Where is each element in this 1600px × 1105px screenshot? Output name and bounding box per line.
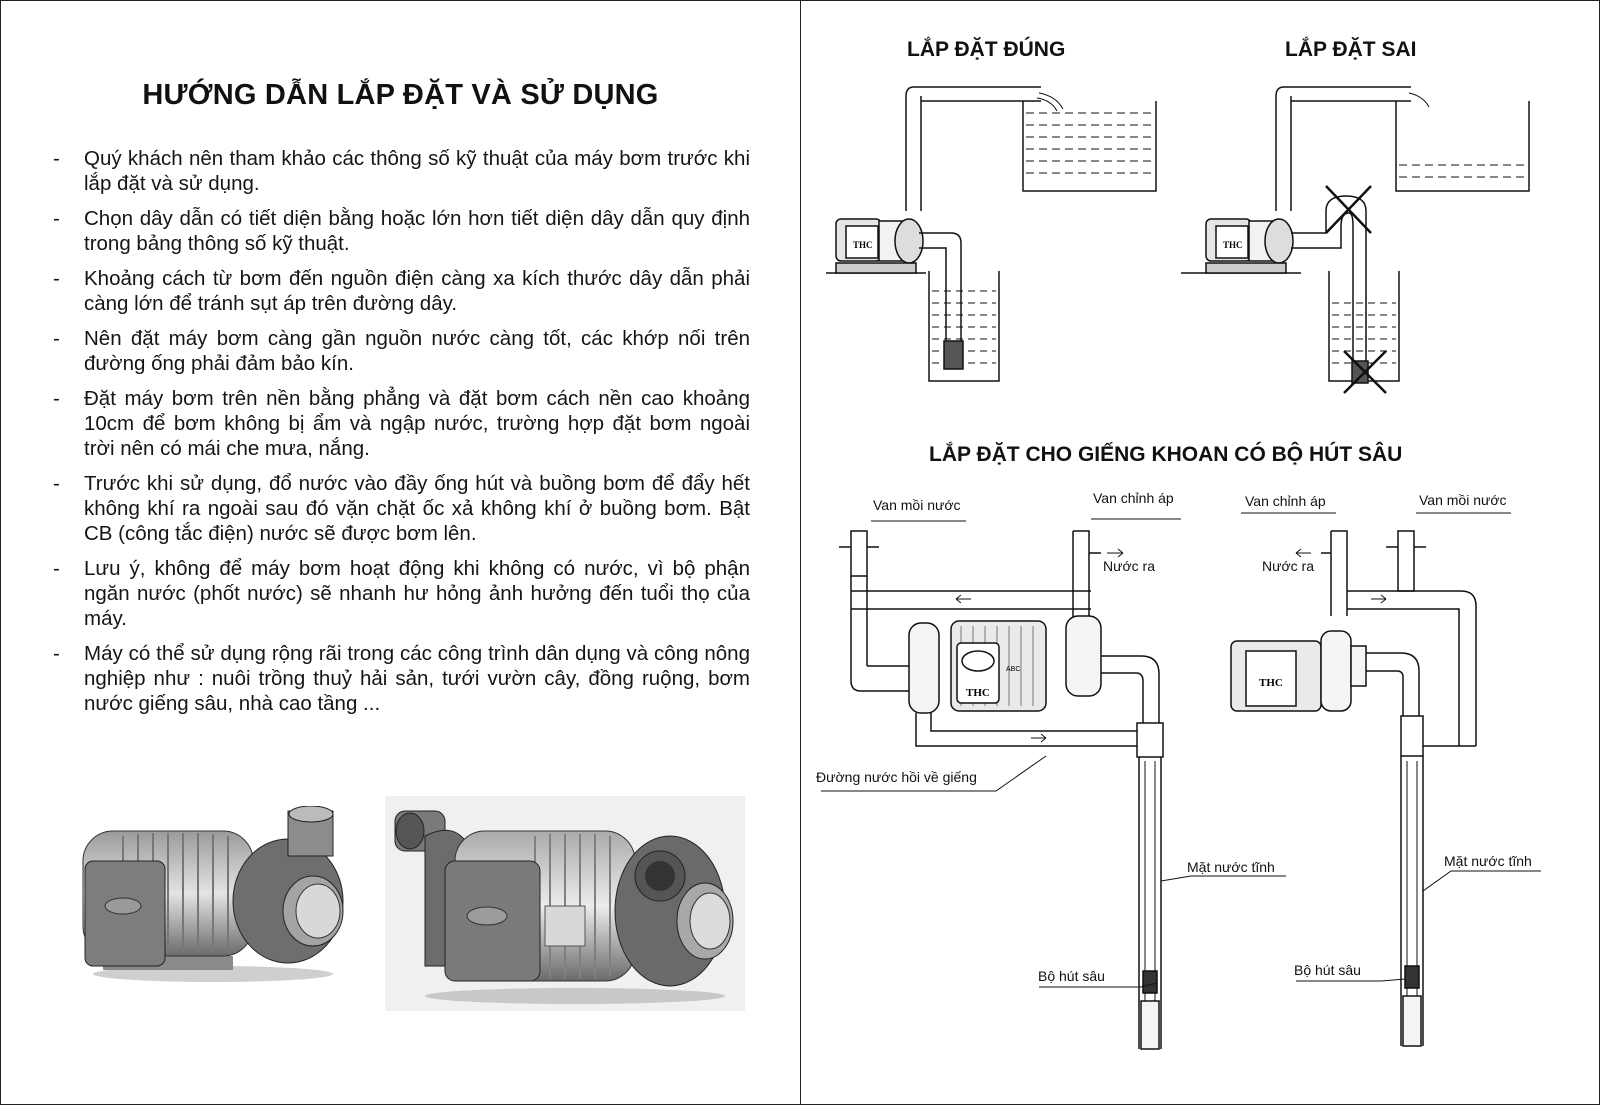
bullet: - [53,472,60,495]
list-item: - Quý khách nên tham khảo các thông số kỹ… [53,146,750,196]
list-item: - Trước khi sử dụng, đổ nước vào đầy ống … [53,471,750,546]
pump-brand-text: THC [853,240,873,250]
correct-install-diagram [826,86,1157,382]
page-title: HƯỚNG DẪN LẮP ĐẶT VÀ SỬ DỤNG [142,79,659,111]
pump-brand-text: THC [1259,677,1283,689]
instruction-list: - Quý khách nên tham khảo các thông số kỹ… [53,146,750,726]
label-return-line: Đường nước hồi về giếng [816,769,977,785]
label-priming-valve: Van mồi nước [1419,492,1507,508]
deep-well-right-diagram [1230,512,1541,1047]
bullet: - [53,387,60,410]
wrong-install-diagram [1181,86,1530,394]
label-deep-suction: Bộ hút sâu [1294,962,1361,978]
bullet: - [53,267,60,290]
list-item: - Máy có thể sử dụng rộng rãi trong các c… [53,641,750,716]
instruction-text: Máy có thể sử dụng rộng rãi trong các cô… [84,642,750,715]
page-fold-divider [800,1,801,1104]
instruction-text: Nên đặt máy bơm càng gần nguồn nước càng… [84,327,750,375]
installation-diagrams: THC THC THC ABC THC [821,86,1541,1050]
bullet: - [53,642,60,665]
instruction-text: Đặt máy bơm trên nền bằng phẳng và đặt b… [84,387,750,460]
label-pressure-valve: Van chỉnh áp [1093,490,1174,506]
pump-photo-centrifugal [63,806,363,991]
wrong-install-title: LẮP ĐẶT SAI [1285,38,1417,61]
pump-brand-text: THC [966,687,990,699]
list-item: - Khoảng cách từ bơm đến nguồn điện càng … [53,266,750,316]
deep-well-install-title: LẮP ĐẶT CHO GIẾNG KHOAN CÓ BỘ HÚT SÂU [929,443,1403,466]
list-item: - Lưu ý, không để máy bơm hoạt động khi k… [53,556,750,631]
instruction-text: Chọn dây dẫn có tiết diện bằng hoặc lớn … [84,207,750,255]
label-pressure-valve: Van chỉnh áp [1245,493,1326,509]
instruction-text: Lưu ý, không để máy bơm hoạt động khi kh… [84,557,750,630]
label-outlet: Nước ra [1262,558,1315,574]
bullet: - [53,207,60,230]
label-outlet: Nước ra [1103,558,1156,574]
deep-well-left-diagram [821,518,1286,1050]
pump-brand-text: THC [1223,240,1243,250]
instruction-text: Trước khi sử dụng, đổ nước vào đầy ống h… [84,472,750,545]
bullet: - [53,327,60,350]
label-static-water-level: Mặt nước tĩnh [1444,853,1532,869]
bullet: - [53,557,60,580]
bullet: - [53,147,60,170]
list-item: - Chọn dây dẫn có tiết diện bằng hoặc lớn… [53,206,750,256]
instruction-text: Quý khách nên tham khảo các thông số kỹ … [84,147,750,195]
left-page: HƯỚNG DẪN LẮP ĐẶT VÀ SỬ DỤNG - Quý khách … [1,1,800,1104]
label-static-water-level: Mặt nước tĩnh [1187,859,1275,875]
list-item: - Nên đặt máy bơm càng gần nguồn nước càn… [53,326,750,376]
right-page: LẮP ĐẶT ĐÚNG LẮP ĐẶT SAI LẮP ĐẶT CHO GIẾ… [801,1,1599,1104]
pump-model-text: ABC [1006,666,1020,673]
instruction-text: Khoảng cách từ bơm đến nguồn điện càng x… [84,267,750,315]
label-priming-valve: Van mồi nước [873,497,961,513]
correct-install-title: LẮP ĐẶT ĐÚNG [907,38,1066,61]
label-deep-suction: Bộ hút sâu [1038,968,1105,984]
list-item: - Đặt máy bơm trên nền bằng phẳng và đặt … [53,386,750,461]
pump-photo-self-priming [385,796,745,1011]
